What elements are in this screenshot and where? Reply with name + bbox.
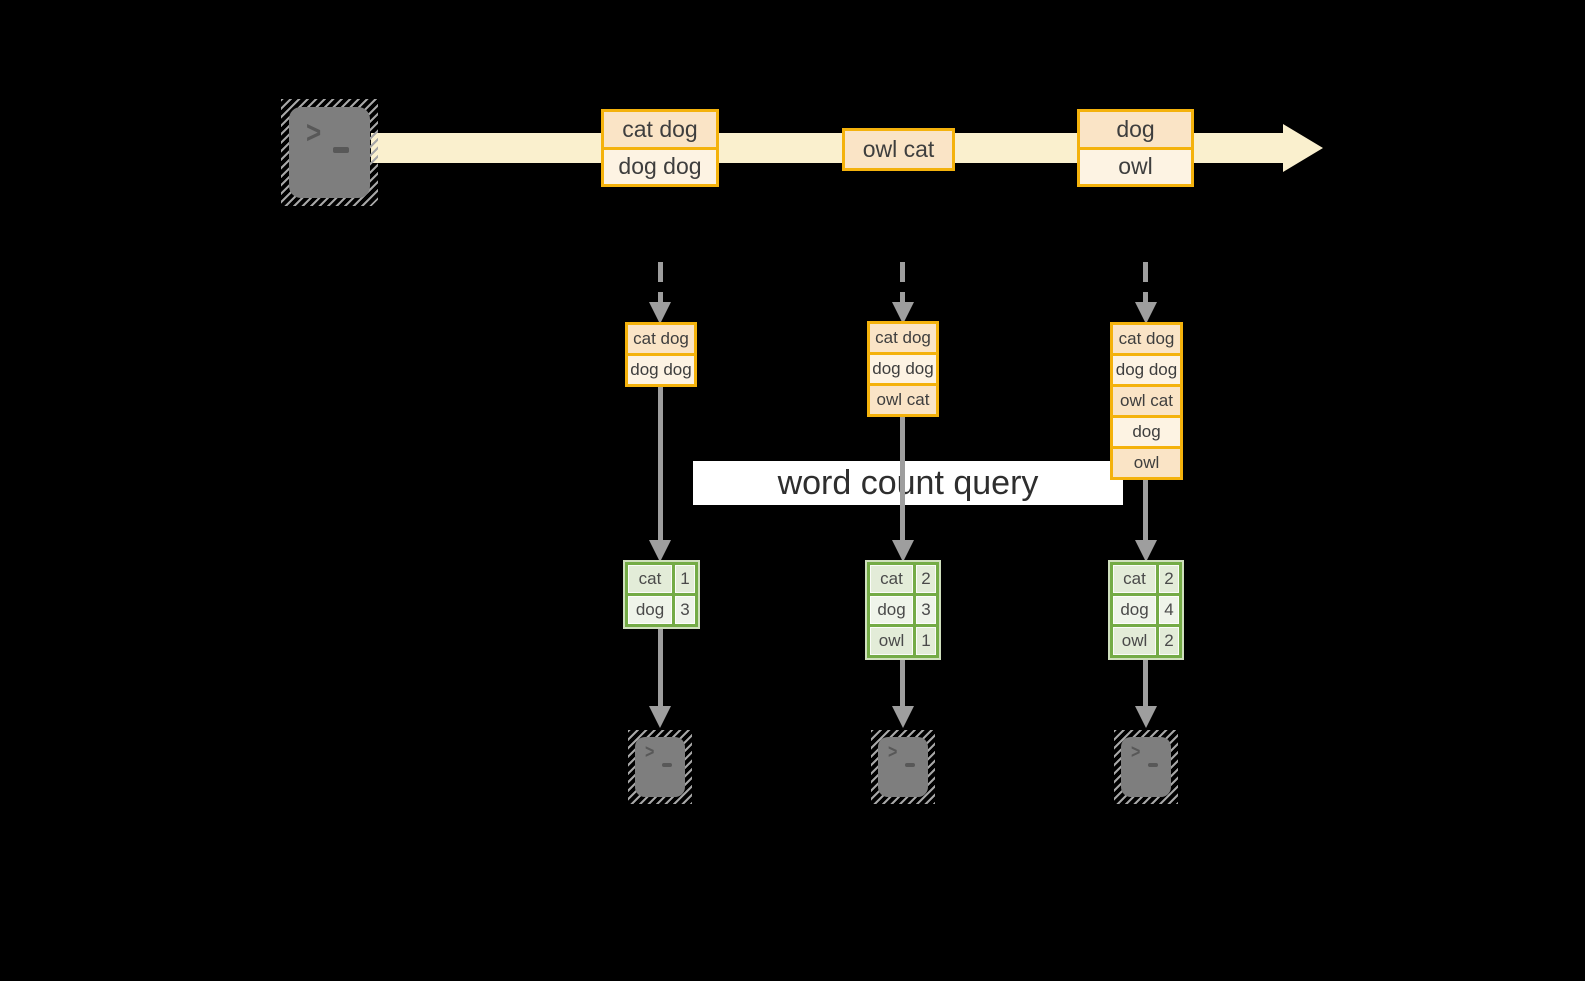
event-text: owl cat	[845, 131, 952, 168]
arrow-down-icon	[892, 540, 914, 562]
table-row: cat 2	[1113, 565, 1179, 593]
query-banner: word count query	[693, 461, 1123, 505]
count-cell: 3	[916, 596, 936, 624]
terminal-cursor-glyph	[905, 763, 915, 767]
flow-line	[1143, 658, 1148, 706]
table-row: owl 2	[1113, 627, 1179, 655]
terminal-prompt-glyph: >	[645, 742, 655, 763]
buffered-events-stack: cat dog dog dog owl cat	[867, 321, 939, 417]
count-cell: 3	[675, 596, 695, 624]
count-cell: 2	[916, 565, 936, 593]
word-cell: owl	[1113, 627, 1156, 655]
terminal-cursor-glyph	[333, 147, 349, 153]
buffered-events-stack: cat dog dog dog owl cat dog owl	[1110, 322, 1183, 480]
terminal-cursor-glyph	[662, 763, 672, 767]
arrow-right-icon	[1283, 124, 1323, 172]
buffered-event: owl cat	[870, 386, 936, 414]
word-cell: dog	[628, 596, 672, 624]
buffered-event: cat dog	[628, 325, 694, 353]
arrow-down-icon	[649, 540, 671, 562]
buffered-event: dog dog	[1113, 356, 1180, 384]
arrow-down-icon	[649, 706, 671, 728]
table-row: dog 3	[870, 596, 936, 624]
arrow-down-icon	[1135, 540, 1157, 562]
arrow-down-icon	[1135, 706, 1157, 728]
terminal-icon: >	[281, 99, 378, 206]
table-row: dog 3	[628, 596, 695, 624]
word-cell: dog	[1113, 596, 1156, 624]
flow-line	[658, 627, 663, 706]
count-cell: 1	[675, 565, 695, 593]
buffered-event: dog dog	[628, 356, 694, 384]
buffered-event: dog	[1113, 418, 1180, 446]
query-label: word count query	[777, 463, 1039, 502]
buffered-event: cat dog	[870, 324, 936, 352]
ingest-arrow	[1143, 262, 1148, 302]
stream-event-box: owl cat	[842, 128, 955, 171]
buffered-event: dog dog	[870, 355, 936, 383]
table-row: cat 1	[628, 565, 695, 593]
terminal-icon-body: >	[635, 737, 685, 797]
arrow-down-icon	[1135, 302, 1157, 324]
count-cell: 4	[1159, 596, 1179, 624]
terminal-icon-body: >	[1121, 737, 1171, 797]
arrow-down-icon	[892, 706, 914, 728]
flow-line	[658, 387, 663, 540]
terminal-prompt-glyph: >	[306, 114, 322, 150]
buffered-events-stack: cat dog dog dog	[625, 322, 697, 387]
stream-event-box: cat dog dog dog	[601, 109, 719, 187]
count-cell: 2	[1159, 627, 1179, 655]
terminal-icon-body: >	[878, 737, 928, 797]
word-cell: dog	[870, 596, 913, 624]
flow-line	[900, 417, 905, 540]
table-row: dog 4	[1113, 596, 1179, 624]
word-cell: owl	[870, 627, 913, 655]
count-cell: 2	[1159, 565, 1179, 593]
table-row: cat 2	[870, 565, 936, 593]
table-row: owl 1	[870, 627, 936, 655]
flow-line	[1143, 480, 1148, 540]
terminal-icon: >	[628, 730, 692, 804]
buffered-event: owl cat	[1113, 387, 1180, 415]
event-text: owl	[1080, 149, 1191, 184]
count-cell: 1	[916, 627, 936, 655]
arrow-down-icon	[892, 302, 914, 324]
terminal-icon-body: >	[289, 107, 370, 198]
stream-event-box: dog owl	[1077, 109, 1194, 187]
terminal-icon: >	[1114, 730, 1178, 804]
word-cell: cat	[870, 565, 913, 593]
ingest-arrow	[900, 262, 905, 302]
arrow-down-icon	[649, 302, 671, 324]
ingest-arrow	[658, 262, 663, 302]
word-cell: cat	[1113, 565, 1156, 593]
word-count-table: cat 2 dog 4 owl 2	[1110, 562, 1182, 658]
event-text: cat dog	[604, 112, 716, 147]
terminal-prompt-glyph: >	[1131, 742, 1141, 763]
event-text: dog dog	[604, 149, 716, 184]
word-cell: cat	[628, 565, 672, 593]
terminal-prompt-glyph: >	[888, 742, 898, 763]
flow-line	[900, 658, 905, 706]
terminal-cursor-glyph	[1148, 763, 1158, 767]
word-count-table: cat 2 dog 3 owl 1	[867, 562, 939, 658]
buffered-event: owl	[1113, 449, 1180, 477]
terminal-icon: >	[871, 730, 935, 804]
event-text: dog	[1080, 112, 1191, 147]
word-count-table: cat 1 dog 3	[625, 562, 698, 627]
buffered-event: cat dog	[1113, 325, 1180, 353]
